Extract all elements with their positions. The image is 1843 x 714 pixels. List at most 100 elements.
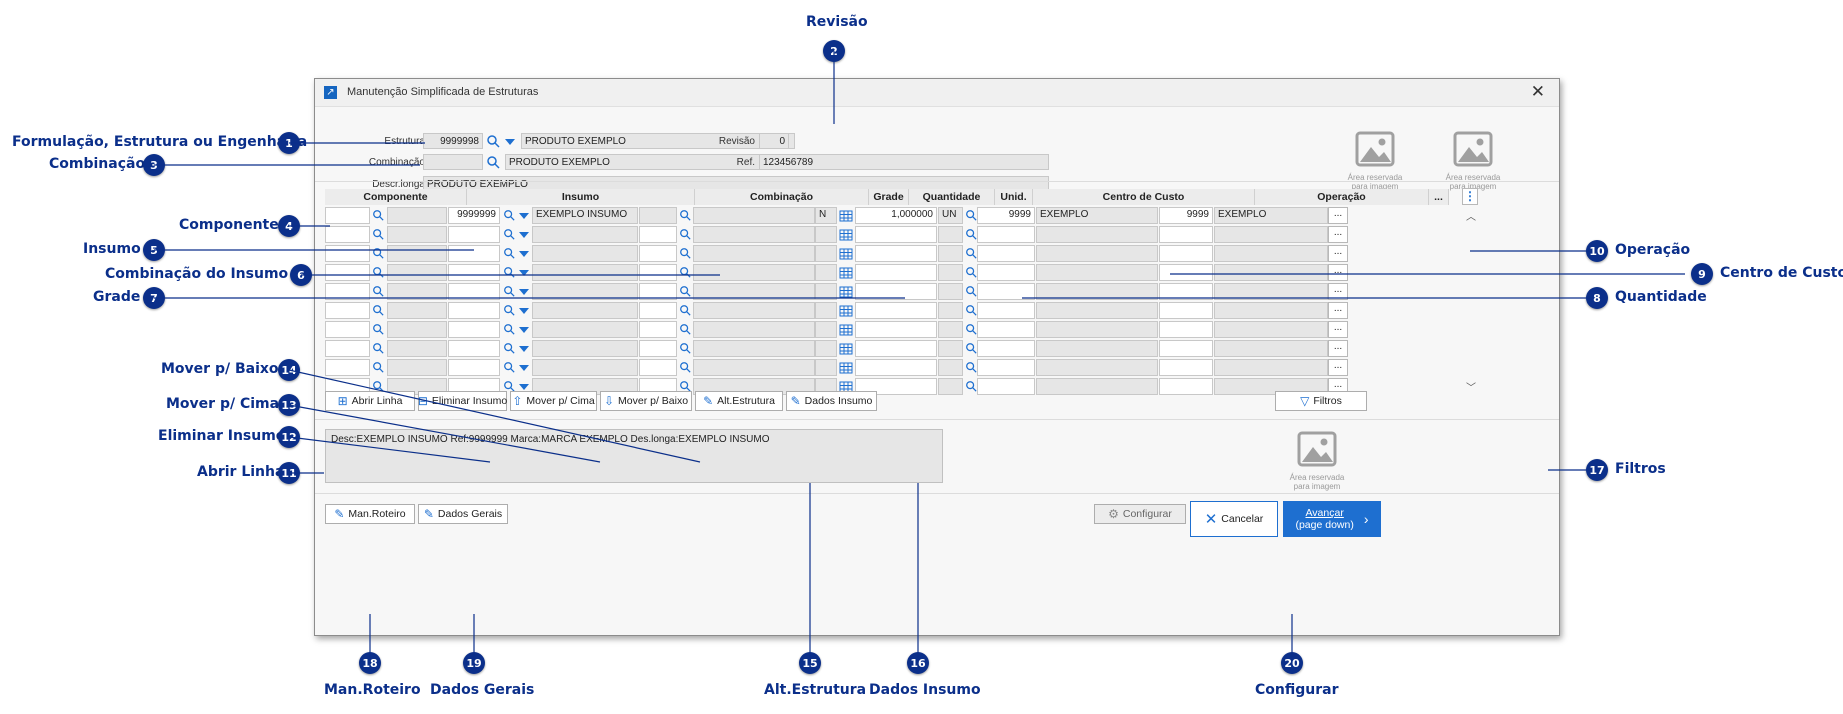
insumo-code-cell[interactable] bbox=[448, 283, 500, 300]
centro-custo-search-icon[interactable] bbox=[965, 209, 977, 224]
row-more-button[interactable]: ... bbox=[1328, 226, 1348, 243]
grade-grid-icon[interactable] bbox=[839, 229, 853, 244]
quantidade-cell[interactable] bbox=[855, 226, 937, 243]
grade-grid-icon[interactable] bbox=[839, 248, 853, 263]
insumo-dropdown-icon[interactable] bbox=[519, 384, 529, 390]
insumo-search-icon[interactable] bbox=[503, 228, 515, 243]
eliminar-insumo-button[interactable]: ⊟Eliminar Insumo bbox=[418, 391, 507, 411]
insumo-search-icon[interactable] bbox=[503, 266, 515, 281]
centro-custo-code-cell[interactable] bbox=[977, 359, 1035, 376]
combinacao-insumo-search-icon[interactable] bbox=[679, 209, 691, 224]
centro-custo-code-cell[interactable] bbox=[977, 321, 1035, 338]
operacao-code-cell[interactable]: 9999 bbox=[1159, 207, 1213, 224]
componente-code-cell[interactable] bbox=[325, 340, 370, 357]
combinacao-search-icon[interactable] bbox=[486, 155, 500, 169]
grade-grid-icon[interactable] bbox=[839, 362, 853, 377]
combinacao-insumo-code-cell[interactable] bbox=[639, 359, 677, 376]
quantidade-cell[interactable] bbox=[855, 359, 937, 376]
componente-search-icon[interactable] bbox=[372, 247, 384, 262]
centro-custo-code-cell[interactable] bbox=[977, 264, 1035, 281]
centro-custo-code-cell[interactable]: 9999 bbox=[977, 207, 1035, 224]
combinacao-insumo-search-icon[interactable] bbox=[679, 228, 691, 243]
centro-custo-search-icon[interactable] bbox=[965, 323, 977, 338]
avancar-button[interactable]: Avançar (page down) › bbox=[1283, 501, 1381, 537]
filtros-button[interactable]: ▽Filtros bbox=[1275, 391, 1367, 411]
combinacao-insumo-code-cell[interactable] bbox=[639, 264, 677, 281]
operacao-code-cell[interactable] bbox=[1159, 378, 1213, 395]
componente-search-icon[interactable] bbox=[372, 361, 384, 376]
centro-custo-code-cell[interactable] bbox=[977, 302, 1035, 319]
insumo-dropdown-icon[interactable] bbox=[519, 308, 529, 314]
row-more-button[interactable]: ... bbox=[1328, 340, 1348, 357]
insumo-dropdown-icon[interactable] bbox=[519, 327, 529, 333]
quantidade-cell[interactable] bbox=[855, 321, 937, 338]
close-icon[interactable]: ✕ bbox=[1530, 82, 1545, 101]
combinacao-insumo-code-cell[interactable] bbox=[639, 340, 677, 357]
operacao-code-cell[interactable] bbox=[1159, 321, 1213, 338]
combinacao-insumo-search-icon[interactable] bbox=[679, 304, 691, 319]
insumo-search-icon[interactable] bbox=[503, 247, 515, 262]
insumo-search-icon[interactable] bbox=[503, 323, 515, 338]
componente-search-icon[interactable] bbox=[372, 209, 384, 224]
row-more-button[interactable]: ... bbox=[1328, 245, 1348, 262]
componente-search-icon[interactable] bbox=[372, 228, 384, 243]
componente-code-cell[interactable] bbox=[325, 321, 370, 338]
componente-code-cell[interactable] bbox=[325, 283, 370, 300]
combinacao-insumo-code-cell[interactable] bbox=[639, 321, 677, 338]
quantidade-cell[interactable] bbox=[855, 264, 937, 281]
alt-estrutura-button[interactable]: ✎Alt.Estrutura bbox=[695, 391, 783, 411]
combinacao-insumo-code-cell[interactable] bbox=[639, 245, 677, 262]
combinacao-insumo-search-icon[interactable] bbox=[679, 323, 691, 338]
scroll-down-icon[interactable]: ﹀ bbox=[1466, 383, 1476, 394]
combinacao-insumo-code-cell[interactable] bbox=[639, 226, 677, 243]
insumo-search-icon[interactable] bbox=[503, 304, 515, 319]
componente-code-cell[interactable] bbox=[325, 207, 370, 224]
combinacao-insumo-search-icon[interactable] bbox=[679, 285, 691, 300]
grid-options-icon[interactable]: ⋮ bbox=[1462, 188, 1478, 205]
centro-custo-code-cell[interactable] bbox=[977, 378, 1035, 395]
man-roteiro-button[interactable]: ✎Man.Roteiro bbox=[325, 504, 415, 524]
centro-custo-code-cell[interactable] bbox=[977, 245, 1035, 262]
operacao-code-cell[interactable] bbox=[1159, 283, 1213, 300]
grade-grid-icon[interactable] bbox=[839, 305, 853, 320]
quantidade-cell[interactable]: 1,000000 bbox=[855, 207, 937, 224]
row-more-button[interactable]: ... bbox=[1328, 321, 1348, 338]
row-more-button[interactable]: ... bbox=[1328, 302, 1348, 319]
dados-insumo-button[interactable]: ✎Dados Insumo bbox=[786, 391, 877, 411]
operacao-code-cell[interactable] bbox=[1159, 302, 1213, 319]
insumo-code-cell[interactable] bbox=[448, 226, 500, 243]
combinacao-insumo-search-icon[interactable] bbox=[679, 266, 691, 281]
centro-custo-search-icon[interactable] bbox=[965, 228, 977, 243]
insumo-search-icon[interactable] bbox=[503, 361, 515, 376]
scroll-up-icon[interactable]: ︿ bbox=[1466, 212, 1476, 223]
componente-code-cell[interactable] bbox=[325, 302, 370, 319]
combinacao-insumo-code-cell[interactable] bbox=[639, 302, 677, 319]
centro-custo-search-icon[interactable] bbox=[965, 266, 977, 281]
insumo-code-cell[interactable] bbox=[448, 340, 500, 357]
componente-code-cell[interactable] bbox=[325, 264, 370, 281]
grade-grid-icon[interactable] bbox=[839, 267, 853, 282]
grade-grid-icon[interactable] bbox=[839, 210, 853, 225]
insumo-search-icon[interactable] bbox=[503, 209, 515, 224]
quantidade-cell[interactable] bbox=[855, 378, 937, 395]
componente-search-icon[interactable] bbox=[372, 304, 384, 319]
insumo-code-cell[interactable]: 9999999 bbox=[448, 207, 500, 224]
combinacao-insumo-code-cell[interactable] bbox=[639, 207, 677, 224]
quantidade-cell[interactable] bbox=[855, 283, 937, 300]
configurar-button[interactable]: ⚙Configurar bbox=[1094, 504, 1186, 524]
insumo-code-cell[interactable] bbox=[448, 321, 500, 338]
componente-search-icon[interactable] bbox=[372, 285, 384, 300]
insumo-dropdown-icon[interactable] bbox=[519, 289, 529, 295]
insumo-code-cell[interactable] bbox=[448, 264, 500, 281]
dados-gerais-button[interactable]: ✎Dados Gerais bbox=[418, 504, 508, 524]
estrutura-code-field[interactable]: 9999998 bbox=[423, 133, 483, 149]
mover-baixo-button[interactable]: ⇩Mover p/ Baixo bbox=[600, 391, 692, 411]
componente-code-cell[interactable] bbox=[325, 359, 370, 376]
grade-grid-icon[interactable] bbox=[839, 286, 853, 301]
centro-custo-search-icon[interactable] bbox=[965, 247, 977, 262]
insumo-code-cell[interactable] bbox=[448, 302, 500, 319]
centro-custo-search-icon[interactable] bbox=[965, 285, 977, 300]
row-more-button[interactable]: ... bbox=[1328, 359, 1348, 376]
centro-custo-code-cell[interactable] bbox=[977, 283, 1035, 300]
centro-custo-search-icon[interactable] bbox=[965, 361, 977, 376]
